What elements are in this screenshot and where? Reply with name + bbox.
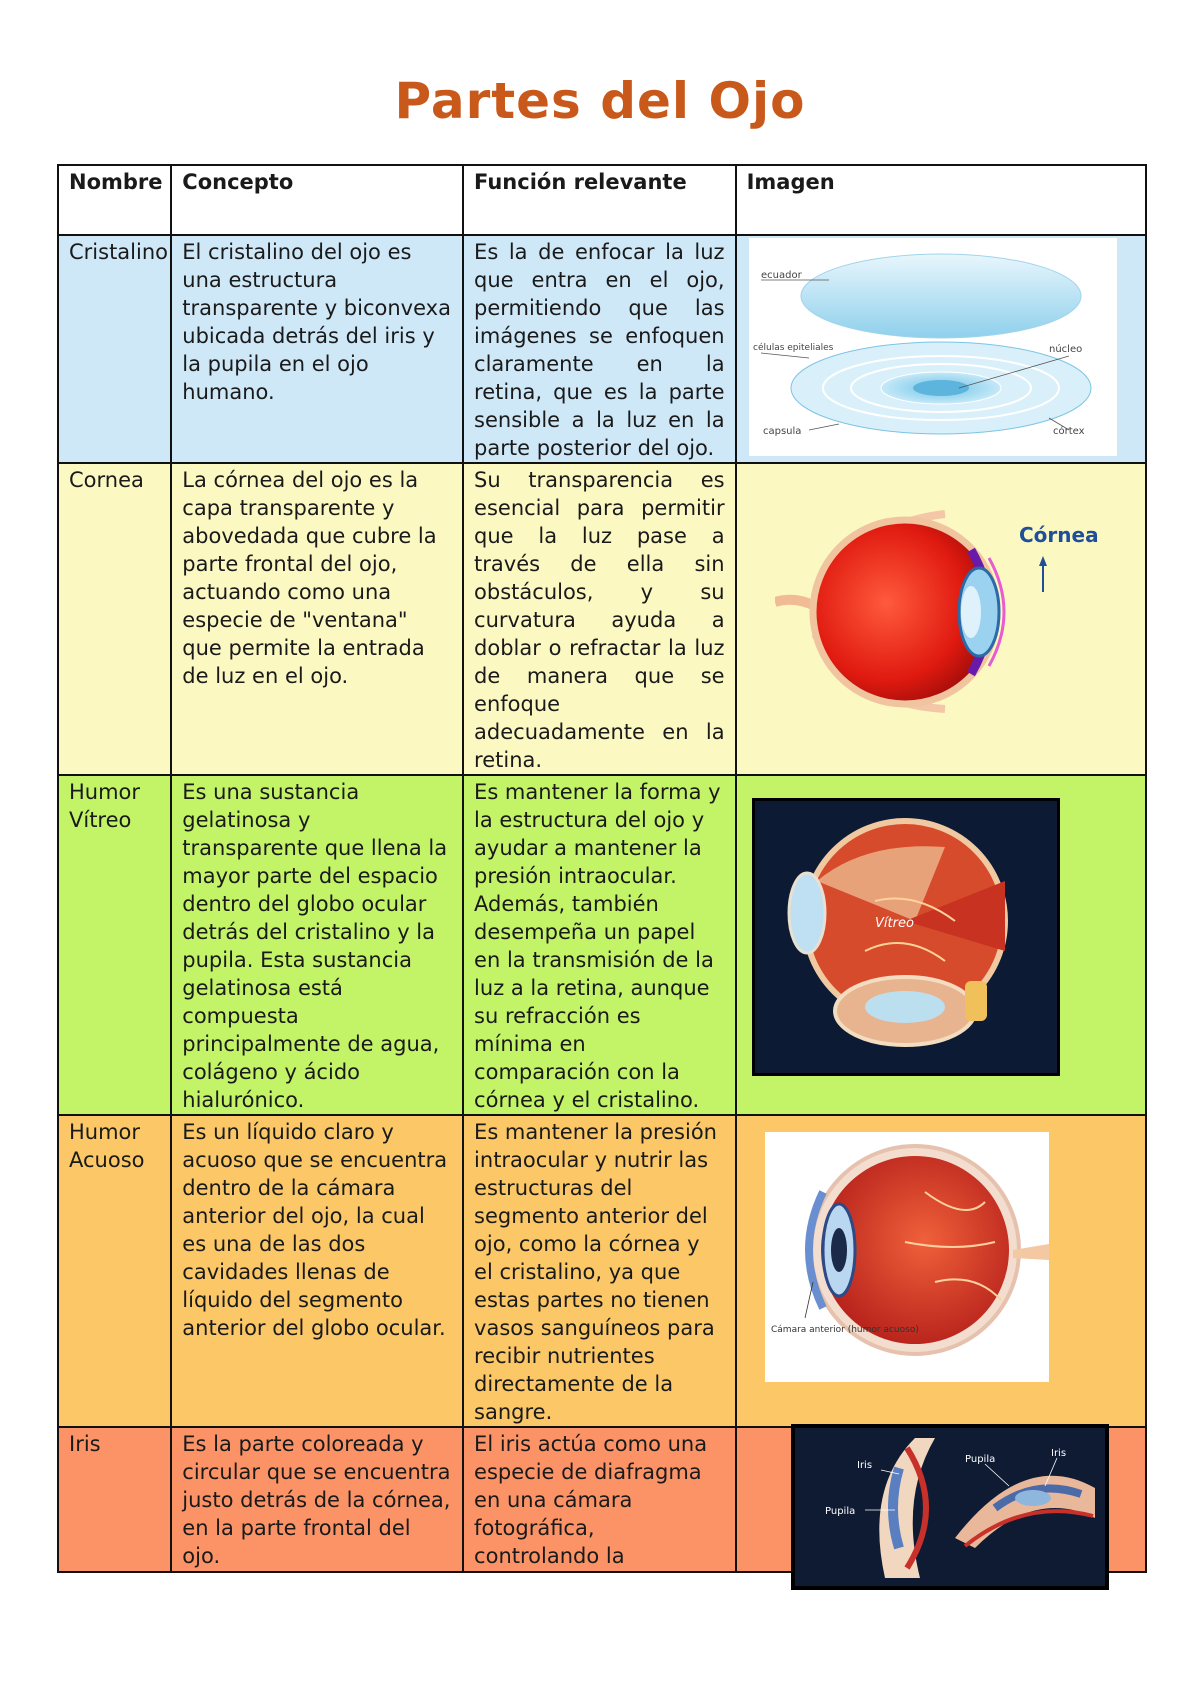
cell-funcion: Su transparencia es esencial para permit… bbox=[462, 462, 737, 776]
cell-nombre: Humor Vítreo bbox=[56, 774, 173, 1116]
label-cortex: córtex bbox=[1053, 425, 1085, 437]
cell-concepto: Es un líquido claro y acuoso que se encu… bbox=[170, 1114, 465, 1428]
table-row-cristalino: Cristalino El cristalino del ojo es una … bbox=[56, 234, 1148, 464]
label-camara-anterior: Cámara anterior (humor acuoso) bbox=[771, 1325, 919, 1335]
label-ecuador: ecuador bbox=[761, 270, 803, 281]
cell-nombre: Cristalino bbox=[56, 234, 173, 464]
header-nombre: Nombre bbox=[56, 164, 173, 236]
cell-funcion: Es mantener la presión intraocular y nut… bbox=[462, 1114, 737, 1428]
label-pupila-left: Pupila bbox=[825, 1506, 855, 1517]
cell-nombre: Cornea bbox=[56, 462, 173, 776]
cell-imagen: Córnea bbox=[734, 462, 1148, 776]
vitreous-diagram-image: Vítreo bbox=[751, 798, 1060, 1076]
cell-nombre: Iris bbox=[56, 1426, 173, 1573]
page-title: Partes del Ojo bbox=[394, 72, 806, 130]
parts-table: Nombre Concepto Función relevante Imagen… bbox=[56, 164, 1148, 1590]
label-iris-right: Iris bbox=[1051, 1448, 1066, 1459]
cell-nombre: Humor Acuoso bbox=[56, 1114, 173, 1428]
cell-imagen: Vítreo bbox=[734, 774, 1148, 1116]
label-vitreo: Vítreo bbox=[875, 916, 914, 931]
table-header-row: Nombre Concepto Función relevante Imagen bbox=[56, 164, 1148, 236]
cell-imagen: Iris Pupila Pupila Iris bbox=[734, 1424, 1148, 1590]
table-row-cornea: Cornea La córnea del ojo es la capa tran… bbox=[56, 462, 1148, 776]
cell-concepto: La córnea del ojo es la capa transparent… bbox=[170, 462, 465, 776]
label-pupila-right: Pupila bbox=[965, 1454, 995, 1465]
cell-concepto: Es la parte coloreada y circular que se … bbox=[170, 1426, 465, 1573]
label-capsula: capsula bbox=[763, 426, 801, 437]
label-cornea: Córnea bbox=[1019, 523, 1099, 547]
table-row-humor-acuoso: Humor Acuoso Es un líquido claro y acuos… bbox=[56, 1114, 1148, 1428]
label-nucleo: núcleo bbox=[1049, 343, 1082, 355]
cell-concepto: El cristalino del ojo es una estructura … bbox=[170, 234, 465, 464]
table-row-humor-vitreo: Humor Vítreo Es una sustancia gelatinosa… bbox=[56, 774, 1148, 1116]
cell-funcion: Es mantener la forma y la estructura del… bbox=[462, 774, 737, 1116]
cell-concepto: Es una sustancia gelatinosa y transparen… bbox=[170, 774, 465, 1116]
cornea-diagram-image: Córnea bbox=[773, 484, 1105, 724]
header-funcion: Función relevante bbox=[462, 164, 737, 236]
cell-imagen: Cámara anterior (humor acuoso) bbox=[734, 1114, 1148, 1428]
header-concepto: Concepto bbox=[170, 164, 465, 236]
cell-imagen: ecuador células epiteliales núcleo capsu… bbox=[734, 234, 1148, 464]
label-celulas: células epiteliales bbox=[753, 342, 834, 353]
table-row-iris: Iris Es la parte coloreada y circular qu… bbox=[56, 1424, 1148, 1590]
cell-funcion: Es la de enfocar la luz que entra en el … bbox=[462, 234, 737, 464]
lens-diagram-image: ecuador células epiteliales núcleo capsu… bbox=[748, 238, 1117, 456]
aqueous-diagram-image: Cámara anterior (humor acuoso) bbox=[764, 1132, 1049, 1382]
label-iris-left: Iris bbox=[857, 1460, 872, 1471]
iris-diagram-image: Iris Pupila Pupila Iris bbox=[790, 1424, 1109, 1590]
header-imagen: Imagen bbox=[734, 164, 1148, 236]
cell-funcion: El iris actúa como una especie de diafra… bbox=[462, 1426, 737, 1573]
